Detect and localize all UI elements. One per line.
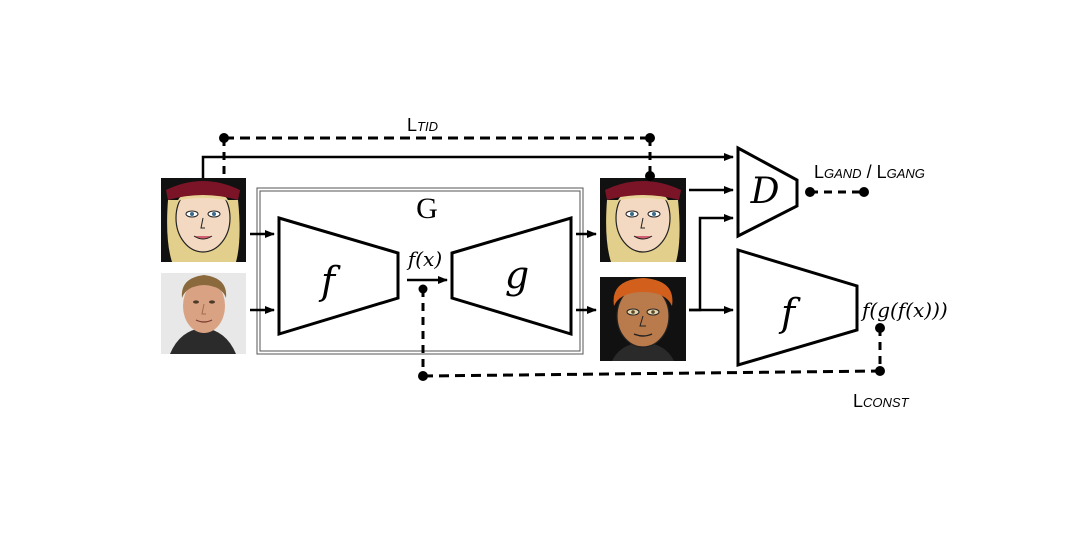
- generator-box-inner: [259, 190, 581, 352]
- decoder-g-block: [450, 215, 573, 337]
- lconst-dot-left: [418, 371, 428, 381]
- lconst-dot-top: [875, 323, 885, 333]
- input-cartoon-image: [161, 178, 246, 262]
- lconst-dashed-line: [422, 369, 881, 378]
- ltid-dot-right: [645, 133, 655, 143]
- fx-label: f(x): [406, 247, 442, 271]
- ltid-dot-output: [645, 171, 655, 181]
- decoder-g-label: g: [505, 253, 529, 297]
- lgan-label: LGAND / LGANG: [814, 162, 925, 182]
- encoder-f2-block: [736, 247, 859, 368]
- discriminator-block: [736, 145, 799, 239]
- lgan-dot-left: [805, 187, 815, 197]
- generator-label: G: [416, 192, 438, 225]
- lconst-label: LCONST: [853, 391, 910, 411]
- input-to-discriminator-line: [201, 153, 734, 178]
- ltid-dot-left: [219, 133, 229, 143]
- input-photo-image: [161, 273, 246, 354]
- ltid-label: LTID: [407, 115, 438, 135]
- fgfx-label: f(g(f(x))): [860, 298, 948, 322]
- output-cartoon-image: [600, 178, 686, 262]
- lgan-dot-right: [859, 187, 869, 197]
- discriminator-label: D: [750, 171, 780, 212]
- output-cartoon-man-image: [600, 277, 686, 361]
- generator-box-outer: [256, 187, 584, 355]
- output-bottom-to-discriminator: [689, 214, 734, 312]
- encoder-f-block: [277, 215, 400, 337]
- lconst-dot-right: [875, 366, 885, 376]
